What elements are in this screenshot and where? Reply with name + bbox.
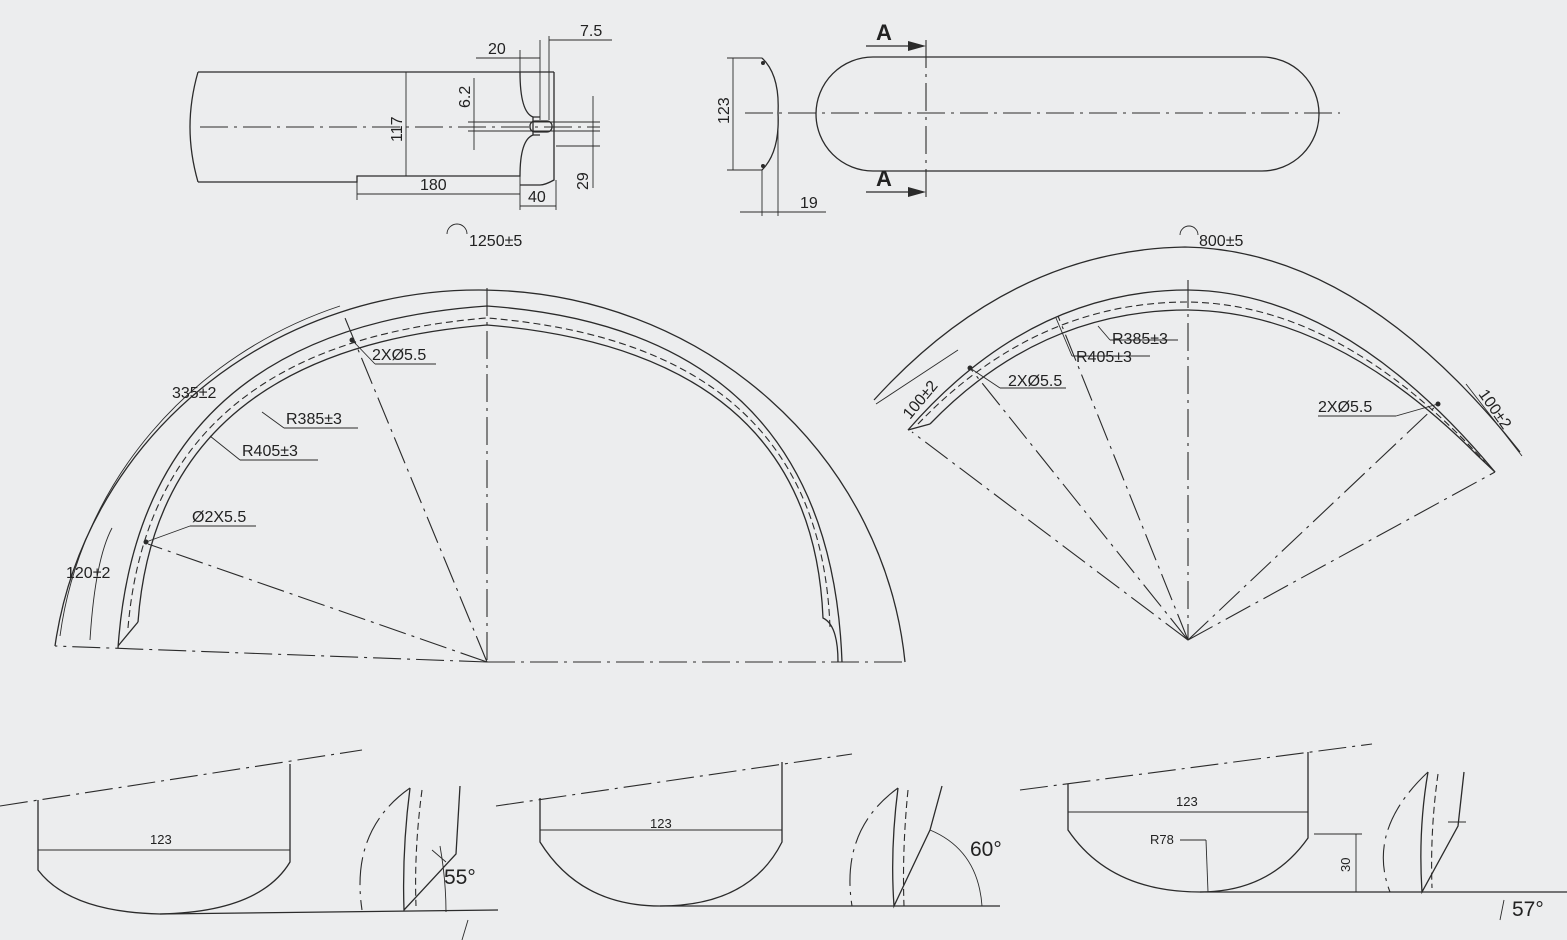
profile-view: 20 7.5 6.2 117 180 40 29 <box>189 23 612 210</box>
radius-inner-small: R385±3 <box>1112 331 1168 348</box>
hole-right-small: 2XØ5.5 <box>1318 399 1372 416</box>
section-2: 123 60° <box>495 753 1002 909</box>
plan-view: A A 123 19 <box>716 20 1340 216</box>
hole-top-label: 2XØ5.5 <box>372 347 426 364</box>
dim-7-5-label: 7.5 <box>580 23 602 40</box>
section-2-angle: 60° <box>970 838 1002 861</box>
section-3: 123 R78 30 57° <box>1019 743 1567 921</box>
section-2-width: 123 <box>650 816 672 831</box>
section-3-angle: 57° <box>1512 898 1544 921</box>
hole-left-small: 2XØ5.5 <box>1008 373 1062 390</box>
dim-20-label: 20 <box>488 41 506 58</box>
dim-180-label: 180 <box>420 177 447 194</box>
arc-length-large: 1250±5 <box>469 233 522 250</box>
section-3-height: 30 <box>1338 858 1353 872</box>
arc-length-small: 800±5 <box>1199 233 1243 250</box>
dim-123-label: 123 <box>716 97 733 124</box>
section-mark-a-top: A <box>876 20 892 45</box>
dim-right-small: 100±2 <box>1475 387 1514 433</box>
dim-335-label: 335±2 <box>172 385 216 402</box>
hole-left-label: Ø2X5.5 <box>192 509 246 526</box>
small-fender: 800±5 R385±3 R405±3 2XØ5.5 2XØ5.5 100±2 … <box>873 225 1523 641</box>
dim-40-label: 40 <box>528 189 546 206</box>
section-mark-a-bottom: A <box>876 166 892 191</box>
dim-117-label: 117 <box>389 116 406 142</box>
dim-19-label: 19 <box>800 195 818 212</box>
radius-inner-large: R385±3 <box>286 411 342 428</box>
radius-outer-large: R405±3 <box>242 443 298 460</box>
section-3-radius: R78 <box>1150 832 1174 847</box>
section-1: 123 55° <box>0 749 499 940</box>
section-1-width: 123 <box>150 832 172 847</box>
section-3-width: 123 <box>1176 794 1198 809</box>
dim-120-label: 120±2 <box>66 565 110 582</box>
section-1-angle: 55° <box>444 866 476 889</box>
dim-29-label: 29 <box>575 172 592 190</box>
large-fender: 1250±5 335±2 120±2 2XØ5.5 R385±3 R405±3 … <box>54 223 906 663</box>
radius-outer-small: R405±3 <box>1076 349 1132 366</box>
dim-6-2-label: 6.2 <box>457 86 474 108</box>
